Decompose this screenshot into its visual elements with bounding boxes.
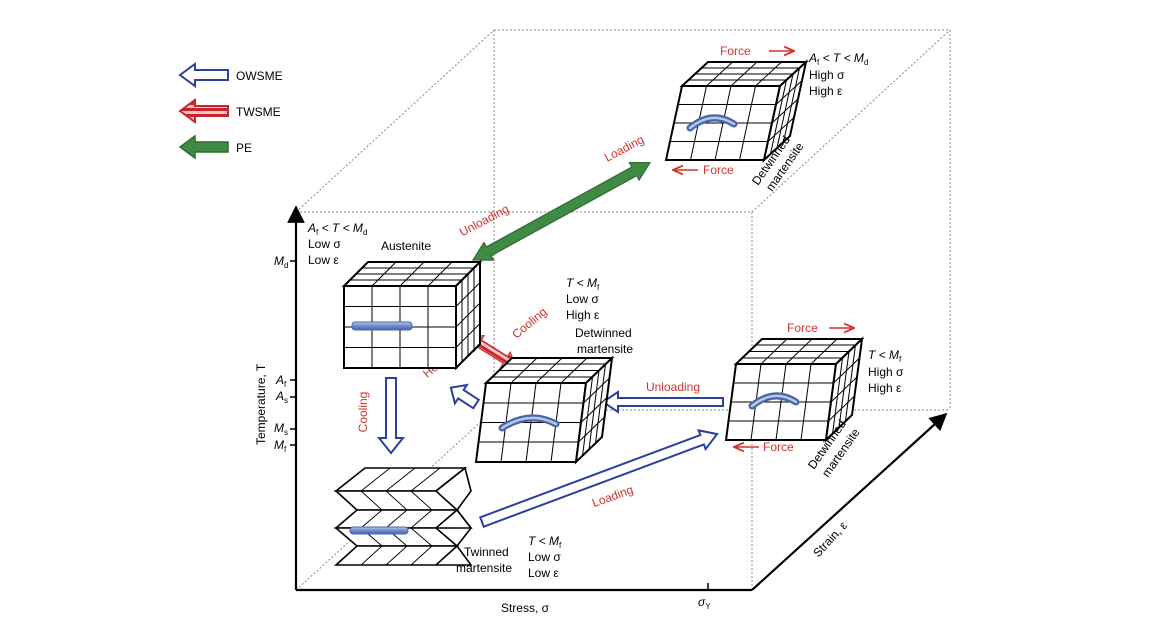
top-detwinned-cube [664, 59, 809, 163]
strain-axis [751, 412, 948, 591]
cooling-arrow [376, 377, 406, 455]
loading-arrow [478, 428, 719, 528]
right-condition: T < Mf [868, 348, 902, 364]
austenite-strain: Low ε [308, 253, 339, 267]
owsme-loading-label: Loading [590, 482, 635, 510]
force-label-top-2: Force [703, 163, 734, 177]
striped-left-arrow-icon [178, 98, 229, 124]
twinned-martensite-block [333, 466, 473, 566]
right-detwinned-cube [724, 336, 865, 443]
austenite-cube [341, 259, 483, 371]
right-strain: High ε [868, 381, 902, 395]
twinned-condition: T < Mf [528, 534, 562, 550]
top-strain: High ε [809, 84, 843, 98]
force-label-right-1: Force [787, 321, 818, 335]
pe-loading-label: Loading [602, 132, 646, 164]
top-stress: High σ [809, 68, 845, 82]
twinned-strain: Low ε [528, 566, 559, 580]
pe-unloading-label: Unloading [457, 202, 511, 240]
owsme-unloading-label: Unloading [646, 380, 700, 394]
center-name-2: martensite [577, 342, 633, 356]
right-stress: High σ [868, 365, 904, 379]
twsme-cooling-label: Cooling [509, 304, 549, 341]
austenite-condition: Af < T < Md [307, 221, 367, 237]
tick-label-as: As [275, 389, 288, 405]
svg-text:TWSME: TWSME [236, 105, 281, 119]
unloading-arrow [601, 390, 724, 414]
twinned-name-1: Twinned [464, 545, 509, 559]
center-stress: Low σ [566, 292, 599, 306]
pe-double-arrow [471, 161, 652, 261]
x-axis-label: Stress, σ [501, 601, 550, 615]
axes [287, 205, 948, 592]
owsme-cooling-label: Cooling [356, 392, 370, 433]
twinned-name-2: martensite [456, 561, 512, 575]
y-axis-label: Temperature, T [254, 363, 268, 445]
sigma-y-label: σY [698, 595, 711, 611]
heating-arrow [449, 383, 481, 410]
austenite-stress: Low σ [308, 237, 341, 251]
top-condition: Af < T < Md [808, 51, 868, 67]
legend: OWSME TWSME PE [178, 62, 283, 160]
tick-label-ms: Ms [274, 421, 288, 437]
straight-bar [351, 321, 413, 331]
center-condition: T < Mf [566, 276, 600, 292]
legend-owsme: OWSME [178, 62, 283, 88]
straight-bar [349, 526, 409, 535]
legend-pe: PE [178, 134, 252, 160]
center-detwinned-cube [474, 355, 615, 465]
svg-text:OWSME: OWSME [236, 69, 283, 83]
tick-label-md: Md [274, 254, 288, 270]
force-label-right-2: Force [763, 440, 794, 454]
force-label-top-1: Force [720, 44, 751, 58]
solid-left-arrow-icon [178, 134, 229, 160]
tick-label-af: Af [275, 373, 287, 389]
center-strain: High ε [566, 308, 600, 322]
hollow-left-arrow-icon [178, 62, 229, 88]
tick-label-mf: Mf [274, 438, 287, 454]
twinned-stress: Low σ [528, 550, 561, 564]
legend-twsme: TWSME [178, 98, 281, 124]
austenite-name: Austenite [381, 239, 431, 253]
z-axis-label: Strain, ε [810, 518, 850, 560]
center-name-1: Detwinned [575, 326, 632, 340]
svg-text:PE: PE [236, 141, 252, 155]
